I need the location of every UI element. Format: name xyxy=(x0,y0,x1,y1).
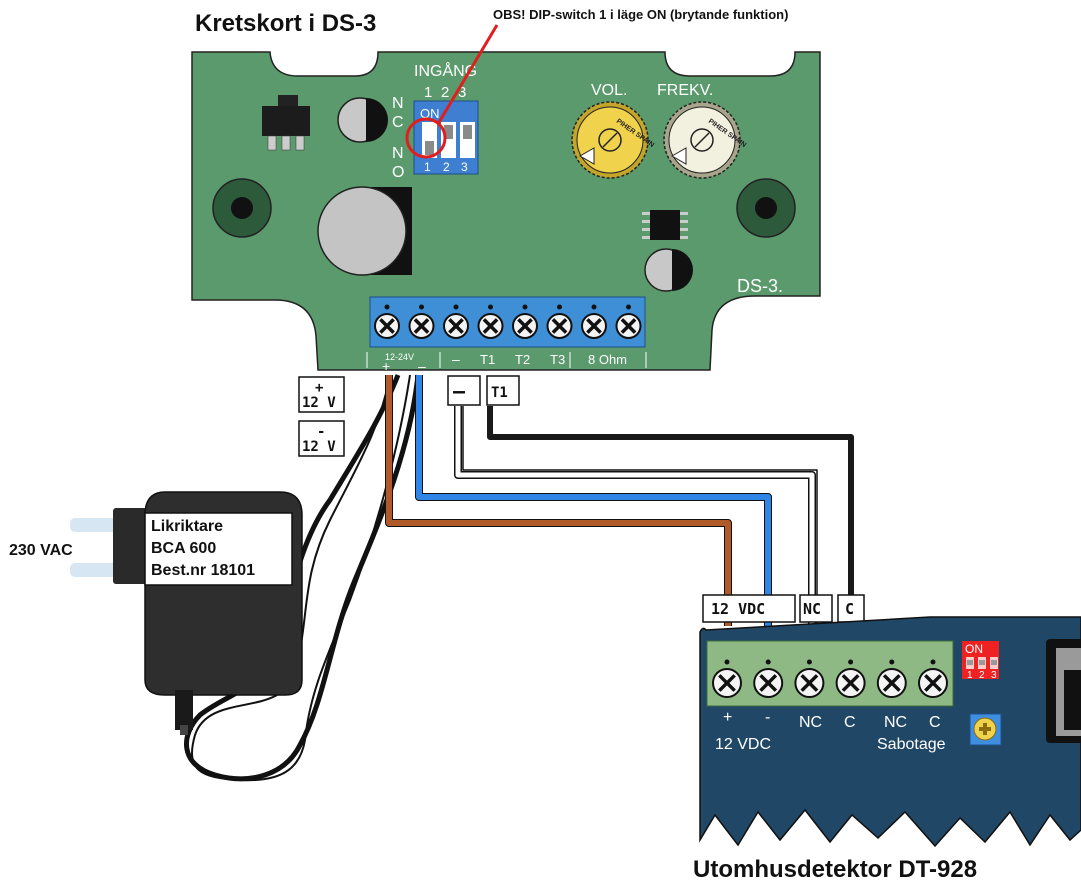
board-title: Kretskort i DS-3 xyxy=(195,10,376,37)
det-label-c2: C xyxy=(929,714,941,731)
detector-dip-switch-icon: ON 1 2 3 xyxy=(962,641,999,681)
detector-dip-n3: 3 xyxy=(991,670,997,681)
adapter-line-3: Best.nr 18101 xyxy=(151,562,255,579)
input-number-2: 2 xyxy=(441,84,449,101)
screw-terminal-icon xyxy=(876,659,907,698)
board-terminal-8ohm: 8 Ohm xyxy=(588,352,627,367)
capacitor-icon xyxy=(337,97,388,143)
detector-dip-n2: 2 xyxy=(979,670,985,681)
adapter-line-1: Likriktare xyxy=(151,518,223,535)
vol-potentiometer-icon: PIHER SPAIN xyxy=(571,101,655,179)
buzzer-icon xyxy=(317,186,412,276)
screw-terminal-icon xyxy=(546,304,573,339)
board-supply-range: 12-24V xyxy=(385,352,414,362)
minus-12v-tag: - 12 V xyxy=(298,420,345,457)
input-number-1: 1 xyxy=(424,84,432,101)
no-letter-n: N xyxy=(392,145,404,162)
board-terminal-t1: T1 xyxy=(480,352,495,367)
board-dip-switch-icon: ON 1 2 3 xyxy=(413,100,479,175)
plus-12v-tag: + 12 V xyxy=(298,376,345,413)
input-number-3: 3 xyxy=(458,84,466,101)
t1-tag-text: T1 xyxy=(491,385,508,401)
no-letter-o: O xyxy=(392,164,404,181)
board-dip-on-label: ON xyxy=(420,106,440,121)
note-pointer-line xyxy=(436,24,499,125)
dip-note: OBS! DIP-switch 1 i läge ON (brytande fu… xyxy=(493,7,788,22)
screw-terminal-icon xyxy=(374,304,400,339)
blue-wire xyxy=(415,375,772,626)
wires xyxy=(184,374,854,785)
minus-12v-sign: - xyxy=(317,424,325,440)
board-terminal-t2: T2 xyxy=(515,352,530,367)
board-terminal-t3: T3 xyxy=(550,352,565,367)
mounting-hole-left-icon xyxy=(212,178,272,238)
screw-terminal-icon xyxy=(615,304,642,339)
nc-tag: NC xyxy=(799,594,833,623)
adapter-cable-black xyxy=(184,374,421,782)
ic-chip-icon xyxy=(642,210,688,240)
screw-terminal-icon xyxy=(794,659,825,698)
detector-dip-n1: 1 xyxy=(967,670,973,681)
board-dip-number-2: 2 xyxy=(443,160,450,174)
nc-letter-n: N xyxy=(392,95,404,112)
plus-12v-sign: + xyxy=(315,380,323,396)
board-supply-plus: + xyxy=(382,358,390,374)
nc-letter-c: C xyxy=(392,114,404,131)
board-terminal-minus: – xyxy=(452,351,460,367)
vdc12-tag-text: 12 VDC xyxy=(711,600,765,618)
black-wire xyxy=(487,406,854,626)
dip-highlight-circle xyxy=(405,117,447,159)
minus-tag: – xyxy=(447,375,481,406)
t1-tag: T1 xyxy=(486,375,520,406)
frekv-label: FREKV. xyxy=(657,82,713,99)
adapter-label: Likriktare BCA 600 Best.nr 18101 xyxy=(144,512,293,586)
vdc12-tag: 12 VDC xyxy=(702,594,796,623)
detector-dip-on: ON xyxy=(965,642,983,656)
screw-terminal-icon xyxy=(712,659,742,698)
c-tag: C xyxy=(837,594,865,623)
screw-terminal-icon xyxy=(918,659,948,698)
screw-terminal-icon xyxy=(408,304,435,339)
minus-12v-text: 12 V xyxy=(302,439,336,455)
board-screw-terminals xyxy=(374,304,642,339)
input-label: INGÅNG xyxy=(414,61,477,80)
det-label-minus: - xyxy=(765,709,770,726)
detector-trim-pot-icon xyxy=(969,713,1002,746)
capacitor-small-icon xyxy=(644,248,693,292)
c-tag-text: C xyxy=(845,600,854,618)
screw-terminal-icon xyxy=(443,304,469,339)
detector-screw-terminals xyxy=(712,659,948,698)
detector-title: Utomhusdetektor DT-928 xyxy=(693,856,977,883)
det-label-plus: + xyxy=(723,709,732,726)
det-label-sabotage: Sabotage xyxy=(877,736,946,753)
transistor-icon xyxy=(262,95,310,151)
det-label-c1: C xyxy=(844,714,856,731)
det-label-nc2: NC xyxy=(884,714,907,731)
board-name: DS-3. xyxy=(737,276,783,296)
board-supply-minus: – xyxy=(418,358,426,374)
screw-terminal-icon xyxy=(835,659,866,698)
minus-tag-text: – xyxy=(453,379,466,403)
adapter-voltage: 230 VAC xyxy=(9,542,73,559)
vol-label: VOL. xyxy=(591,82,627,99)
det-label-nc1: NC xyxy=(799,714,822,731)
screw-terminal-icon xyxy=(477,304,504,339)
board-dip-number-3: 3 xyxy=(461,160,468,174)
plus-12v-text: 12 V xyxy=(302,395,336,411)
screw-terminal-icon xyxy=(753,659,784,698)
screw-terminal-icon xyxy=(581,304,607,339)
detector-terminal-block xyxy=(706,640,954,707)
nc-tag-text: NC xyxy=(803,600,821,618)
detector-sensor-window xyxy=(1046,639,1081,743)
board-terminal-separators xyxy=(366,352,647,368)
board-dip-number-1: 1 xyxy=(424,160,431,174)
screw-terminal-icon xyxy=(512,304,538,339)
adapter-line-2: BCA 600 xyxy=(151,540,216,557)
det-label-12vdc: 12 VDC xyxy=(715,736,771,753)
mounting-hole-right-icon xyxy=(736,178,796,238)
